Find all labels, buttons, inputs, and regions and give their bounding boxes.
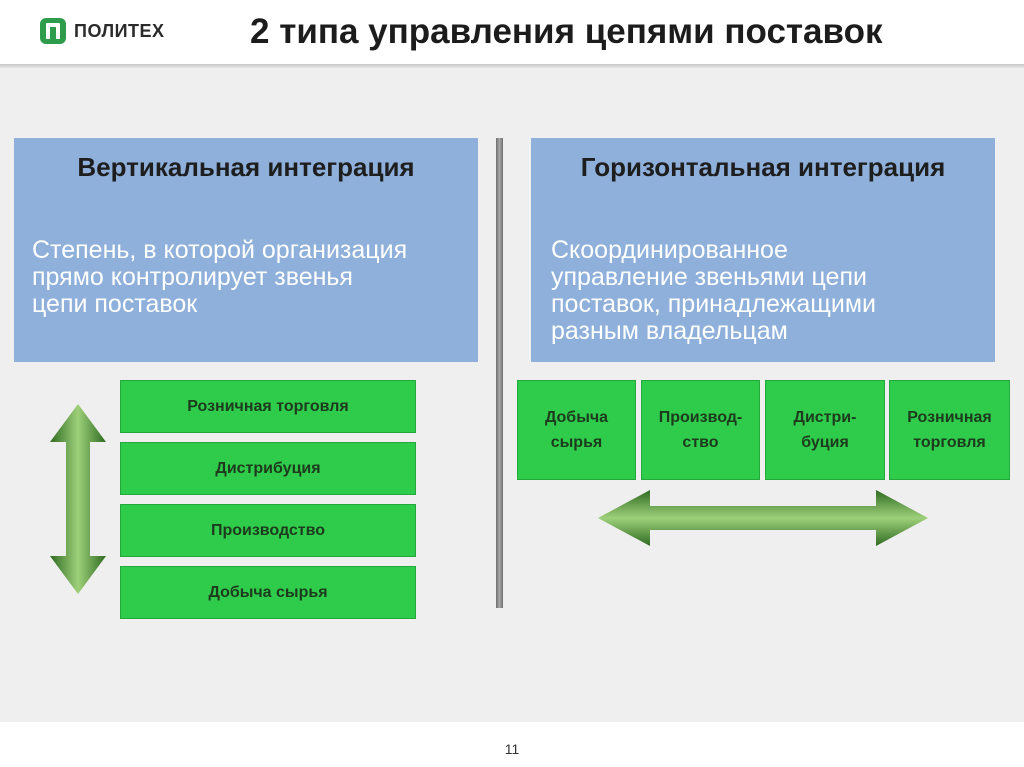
politeh-logo-icon: [40, 18, 66, 44]
horizontal-integration-panel: Горизонтальная интеграция Скоординирован…: [531, 138, 995, 362]
description-line: управление звеньями цепи: [551, 263, 867, 291]
vertical-integration-description: Степень, в которой организация прямо кон…: [32, 237, 472, 318]
chain-item-line: сырья: [550, 434, 603, 451]
header: ПОЛИТЕХ 2 типа управления цепями поставо…: [0, 0, 1024, 64]
description-line: цепи поставок: [32, 290, 198, 318]
chain-item-line: буция: [801, 434, 849, 451]
chain-item-line: Добыча: [544, 409, 609, 426]
chain-item-line: торговля: [913, 434, 986, 451]
page-title: 2 типа управления цепями поставок: [250, 12, 883, 51]
vertical-integration-title: Вертикальная интеграция: [77, 152, 415, 182]
chain-item-line: Дистри-: [793, 409, 857, 426]
horizontal-chain-item: Производ- ство: [641, 380, 760, 480]
description-line: Скоординированное: [551, 236, 788, 264]
page-number: 11: [504, 741, 520, 757]
logo: ПОЛИТЕХ: [40, 14, 165, 48]
vertical-chain-item: Добыча сырья: [120, 566, 416, 619]
header-rule: [0, 64, 1024, 68]
horizontal-chain-item: Добыча сырья: [517, 380, 636, 480]
description-line: прямо контролирует звенья: [32, 263, 353, 291]
description-line: Степень, в которой организация: [32, 236, 408, 264]
chain-item-line: Производ-: [658, 409, 743, 426]
horizontal-double-arrow-icon: [598, 490, 928, 546]
chain-item-line: Розничная: [907, 409, 992, 426]
horizontal-chain-item: Дистри- буция: [765, 380, 885, 480]
vertical-integration-panel: Вертикальная интеграция Степень, в котор…: [14, 138, 478, 362]
center-divider: [496, 138, 503, 608]
vertical-chain-item: Розничная торговля: [120, 380, 416, 433]
vertical-chain-item: Производство: [120, 504, 416, 557]
chain-item-line: ство: [682, 434, 719, 451]
logo-text: ПОЛИТЕХ: [74, 20, 165, 41]
horizontal-integration-title: Горизонтальная интеграция: [580, 152, 946, 182]
horizontal-integration-description: Скоординированное управление звеньями це…: [551, 237, 991, 345]
vertical-chain-item: Дистрибуция: [120, 442, 416, 495]
horizontal-chain-item: Розничная торговля: [889, 380, 1010, 480]
description-line: разным владельцам: [551, 317, 788, 345]
description-line: поставок, принадлежащими: [551, 290, 876, 318]
vertical-double-arrow-icon: [50, 404, 106, 594]
footer: [0, 722, 1024, 767]
